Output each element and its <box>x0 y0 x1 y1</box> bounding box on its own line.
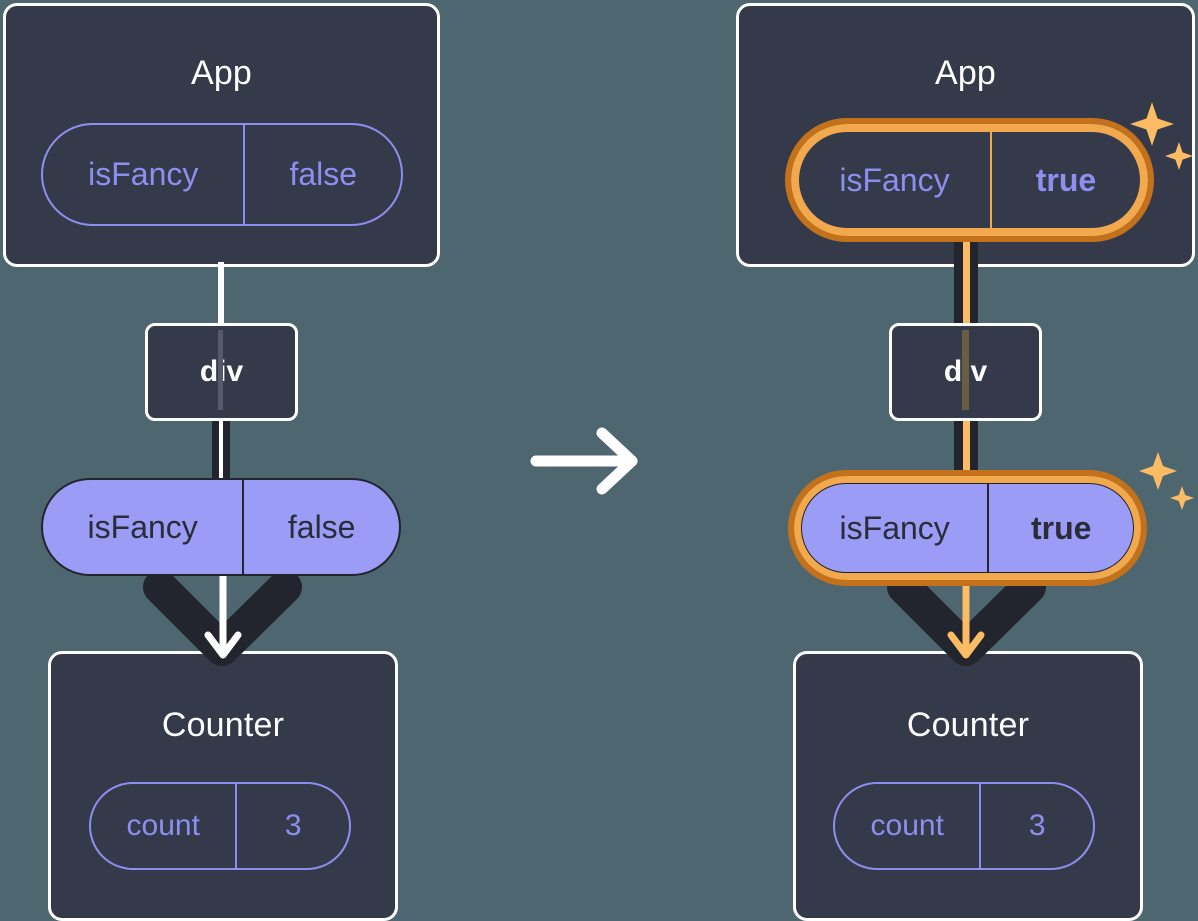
right-app-state-pill[interactable]: isFancy true <box>797 130 1142 230</box>
left-connector-div-to-prop-inner <box>219 418 223 488</box>
left-counter-title: Counter <box>161 706 285 744</box>
right-app-state-key: isFancy <box>839 161 950 198</box>
right-app-title: App <box>934 54 997 92</box>
right-counter-title: Counter <box>906 706 1030 744</box>
left-connector-through-div <box>218 330 223 410</box>
left-counter-state-pill[interactable]: count 3 <box>89 782 351 870</box>
right-prop-sparkles-icon <box>1139 452 1194 510</box>
right-connector-app-to-div-inner <box>963 232 970 328</box>
right-counter-state-pill[interactable]: count 3 <box>833 782 1095 870</box>
right-prop-pill[interactable]: isFancy true <box>800 482 1135 574</box>
right-connector-through-div <box>962 330 969 410</box>
right-counter-state-key: count <box>870 809 944 842</box>
left-counter-state-key: count <box>126 809 200 842</box>
right-counter-state-value: 3 <box>979 784 1093 868</box>
left-prop-pill-value: false <box>242 480 399 574</box>
left-connector-app-to-div-stroke <box>218 262 224 324</box>
right-app-state-value: true <box>989 132 1140 228</box>
left-app-state-value: false <box>243 125 401 224</box>
right-connector-div-to-prop <box>954 418 978 488</box>
right-app-sparkles-icon <box>1130 102 1193 170</box>
left-app-title: App <box>190 54 253 92</box>
left-connector-div-to-prop <box>212 418 230 488</box>
left-prop-pill[interactable]: isFancy false <box>41 478 401 576</box>
right-connector-div-to-prop-inner <box>963 418 970 488</box>
left-counter-state-value: 3 <box>235 784 349 868</box>
right-connector-app-to-div <box>954 232 978 328</box>
left-app-state-pill[interactable]: isFancy false <box>41 123 403 226</box>
right-prop-pill-value: true <box>987 484 1133 572</box>
right-prop-pill-key: isFancy <box>839 509 950 546</box>
left-app-state-key: isFancy <box>88 156 199 192</box>
transition-arrow-right-icon <box>530 427 638 495</box>
left-prop-pill-key: isFancy <box>87 508 198 545</box>
left-connector-app-to-div <box>218 262 224 324</box>
